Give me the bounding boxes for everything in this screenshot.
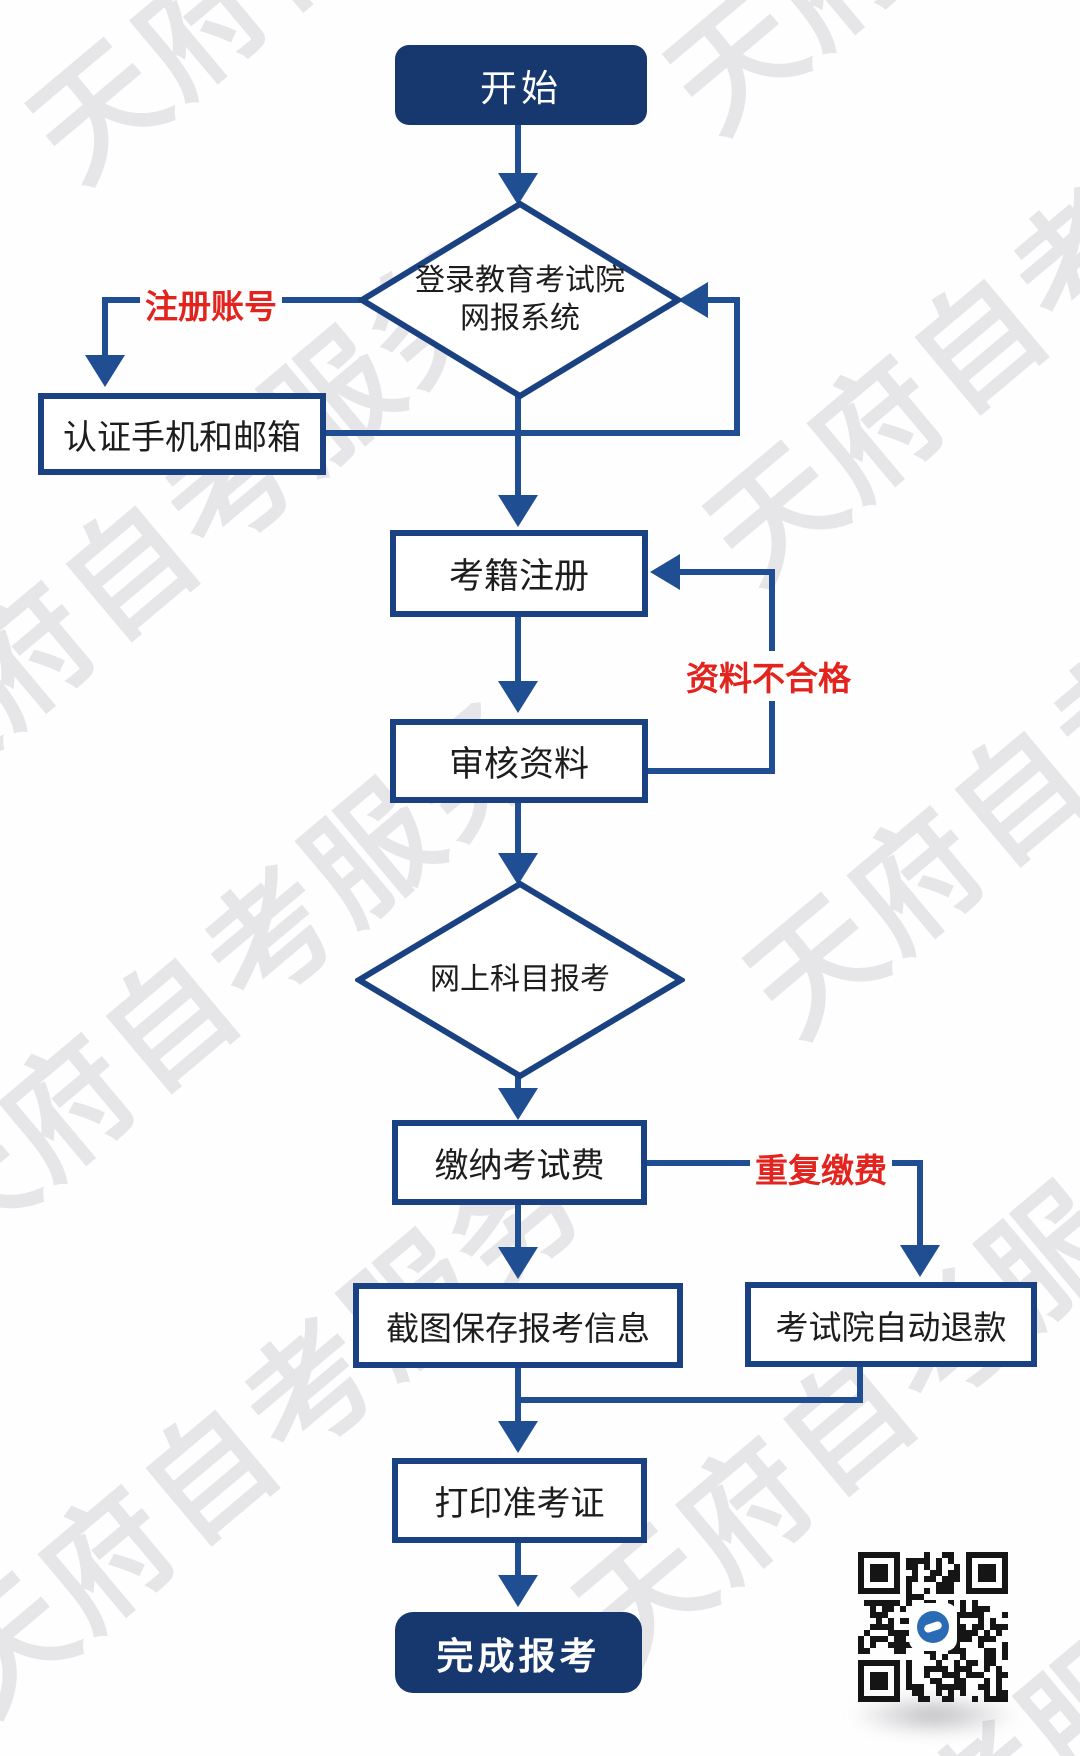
- edge-segment: [515, 125, 521, 173]
- edge-segment: [515, 1205, 521, 1247]
- node-screenshot: 截图保存报考信息: [353, 1283, 683, 1368]
- node-verify: 认证手机和邮箱: [38, 393, 326, 475]
- arrowhead-down-icon: [498, 1575, 538, 1607]
- qr-code: [855, 1552, 1011, 1702]
- arrowhead-down-icon: [498, 1421, 538, 1453]
- arrowhead-left-icon: [650, 554, 680, 590]
- diamond-shape: [355, 880, 685, 1080]
- node-verify-label: 认证手机和邮箱: [63, 418, 301, 457]
- edge-segment: [857, 1367, 863, 1403]
- node-decision-subject: 网上科目报考: [355, 880, 685, 1080]
- arrowhead-down-icon: [498, 853, 538, 885]
- diamond-shape: [358, 200, 682, 400]
- node-print: 打印准考证: [392, 1458, 647, 1543]
- arrowhead-down-icon: [498, 681, 538, 713]
- edge-segment: [326, 430, 740, 436]
- edge-segment: [515, 617, 521, 681]
- node-decision-login-label: 登录教育考试院 网报系统: [415, 264, 625, 335]
- node-decision-subject-label: 网上科目报考: [430, 963, 610, 996]
- node-print-label: 打印准考证: [434, 1485, 605, 1523]
- node-register: 考籍注册: [390, 530, 648, 617]
- edge-label-materials-rejected: 资料不合格: [681, 651, 856, 701]
- node-review: 审核资料: [390, 719, 648, 803]
- edge-segment: [515, 1073, 521, 1088]
- node-screenshot-label: 截图保存报考信息: [386, 1309, 650, 1347]
- edge-segment: [102, 297, 108, 355]
- node-pay-label: 缴纳考试费: [434, 1147, 605, 1185]
- arrowhead-down-icon: [498, 1088, 538, 1120]
- edge-segment: [515, 1543, 521, 1575]
- node-refund-label: 考试院自动退款: [775, 1308, 1007, 1346]
- arrowhead-left-icon: [678, 282, 708, 318]
- edge-segment: [680, 569, 775, 575]
- arrowhead-down-icon: [498, 495, 538, 527]
- node-refund: 考试院自动退款: [745, 1282, 1037, 1367]
- node-finish: 完成报考: [395, 1612, 642, 1693]
- node-register-label: 考籍注册: [448, 557, 589, 596]
- qr-center-logo-icon: [911, 1605, 955, 1649]
- node-start: 开始: [395, 45, 647, 125]
- edge-label-duplicate-payment: 重复缴费: [750, 1143, 892, 1193]
- edge-segment: [515, 1368, 521, 1421]
- edge-segment: [515, 393, 521, 495]
- arrowhead-down-icon: [498, 173, 538, 205]
- edge-segment: [518, 1397, 863, 1403]
- edge-segment: [917, 1160, 923, 1245]
- node-start-label: 开始: [480, 68, 562, 109]
- node-decision-login: 登录教育考试院 网报系统: [358, 200, 682, 400]
- arrowhead-down-icon: [900, 1245, 940, 1277]
- node-pay: 缴纳考试费: [392, 1120, 647, 1205]
- edge-segment: [515, 803, 521, 853]
- node-finish-label: 完成报考: [436, 1635, 601, 1677]
- edge-segment: [734, 297, 740, 436]
- edge-segment: [648, 768, 775, 774]
- arrowhead-down-icon: [498, 1247, 538, 1279]
- node-review-label: 审核资料: [448, 744, 589, 784]
- edge-label-register-account: 注册账号: [140, 279, 282, 329]
- arrowhead-down-icon: [85, 355, 125, 387]
- edge-segment: [708, 297, 738, 303]
